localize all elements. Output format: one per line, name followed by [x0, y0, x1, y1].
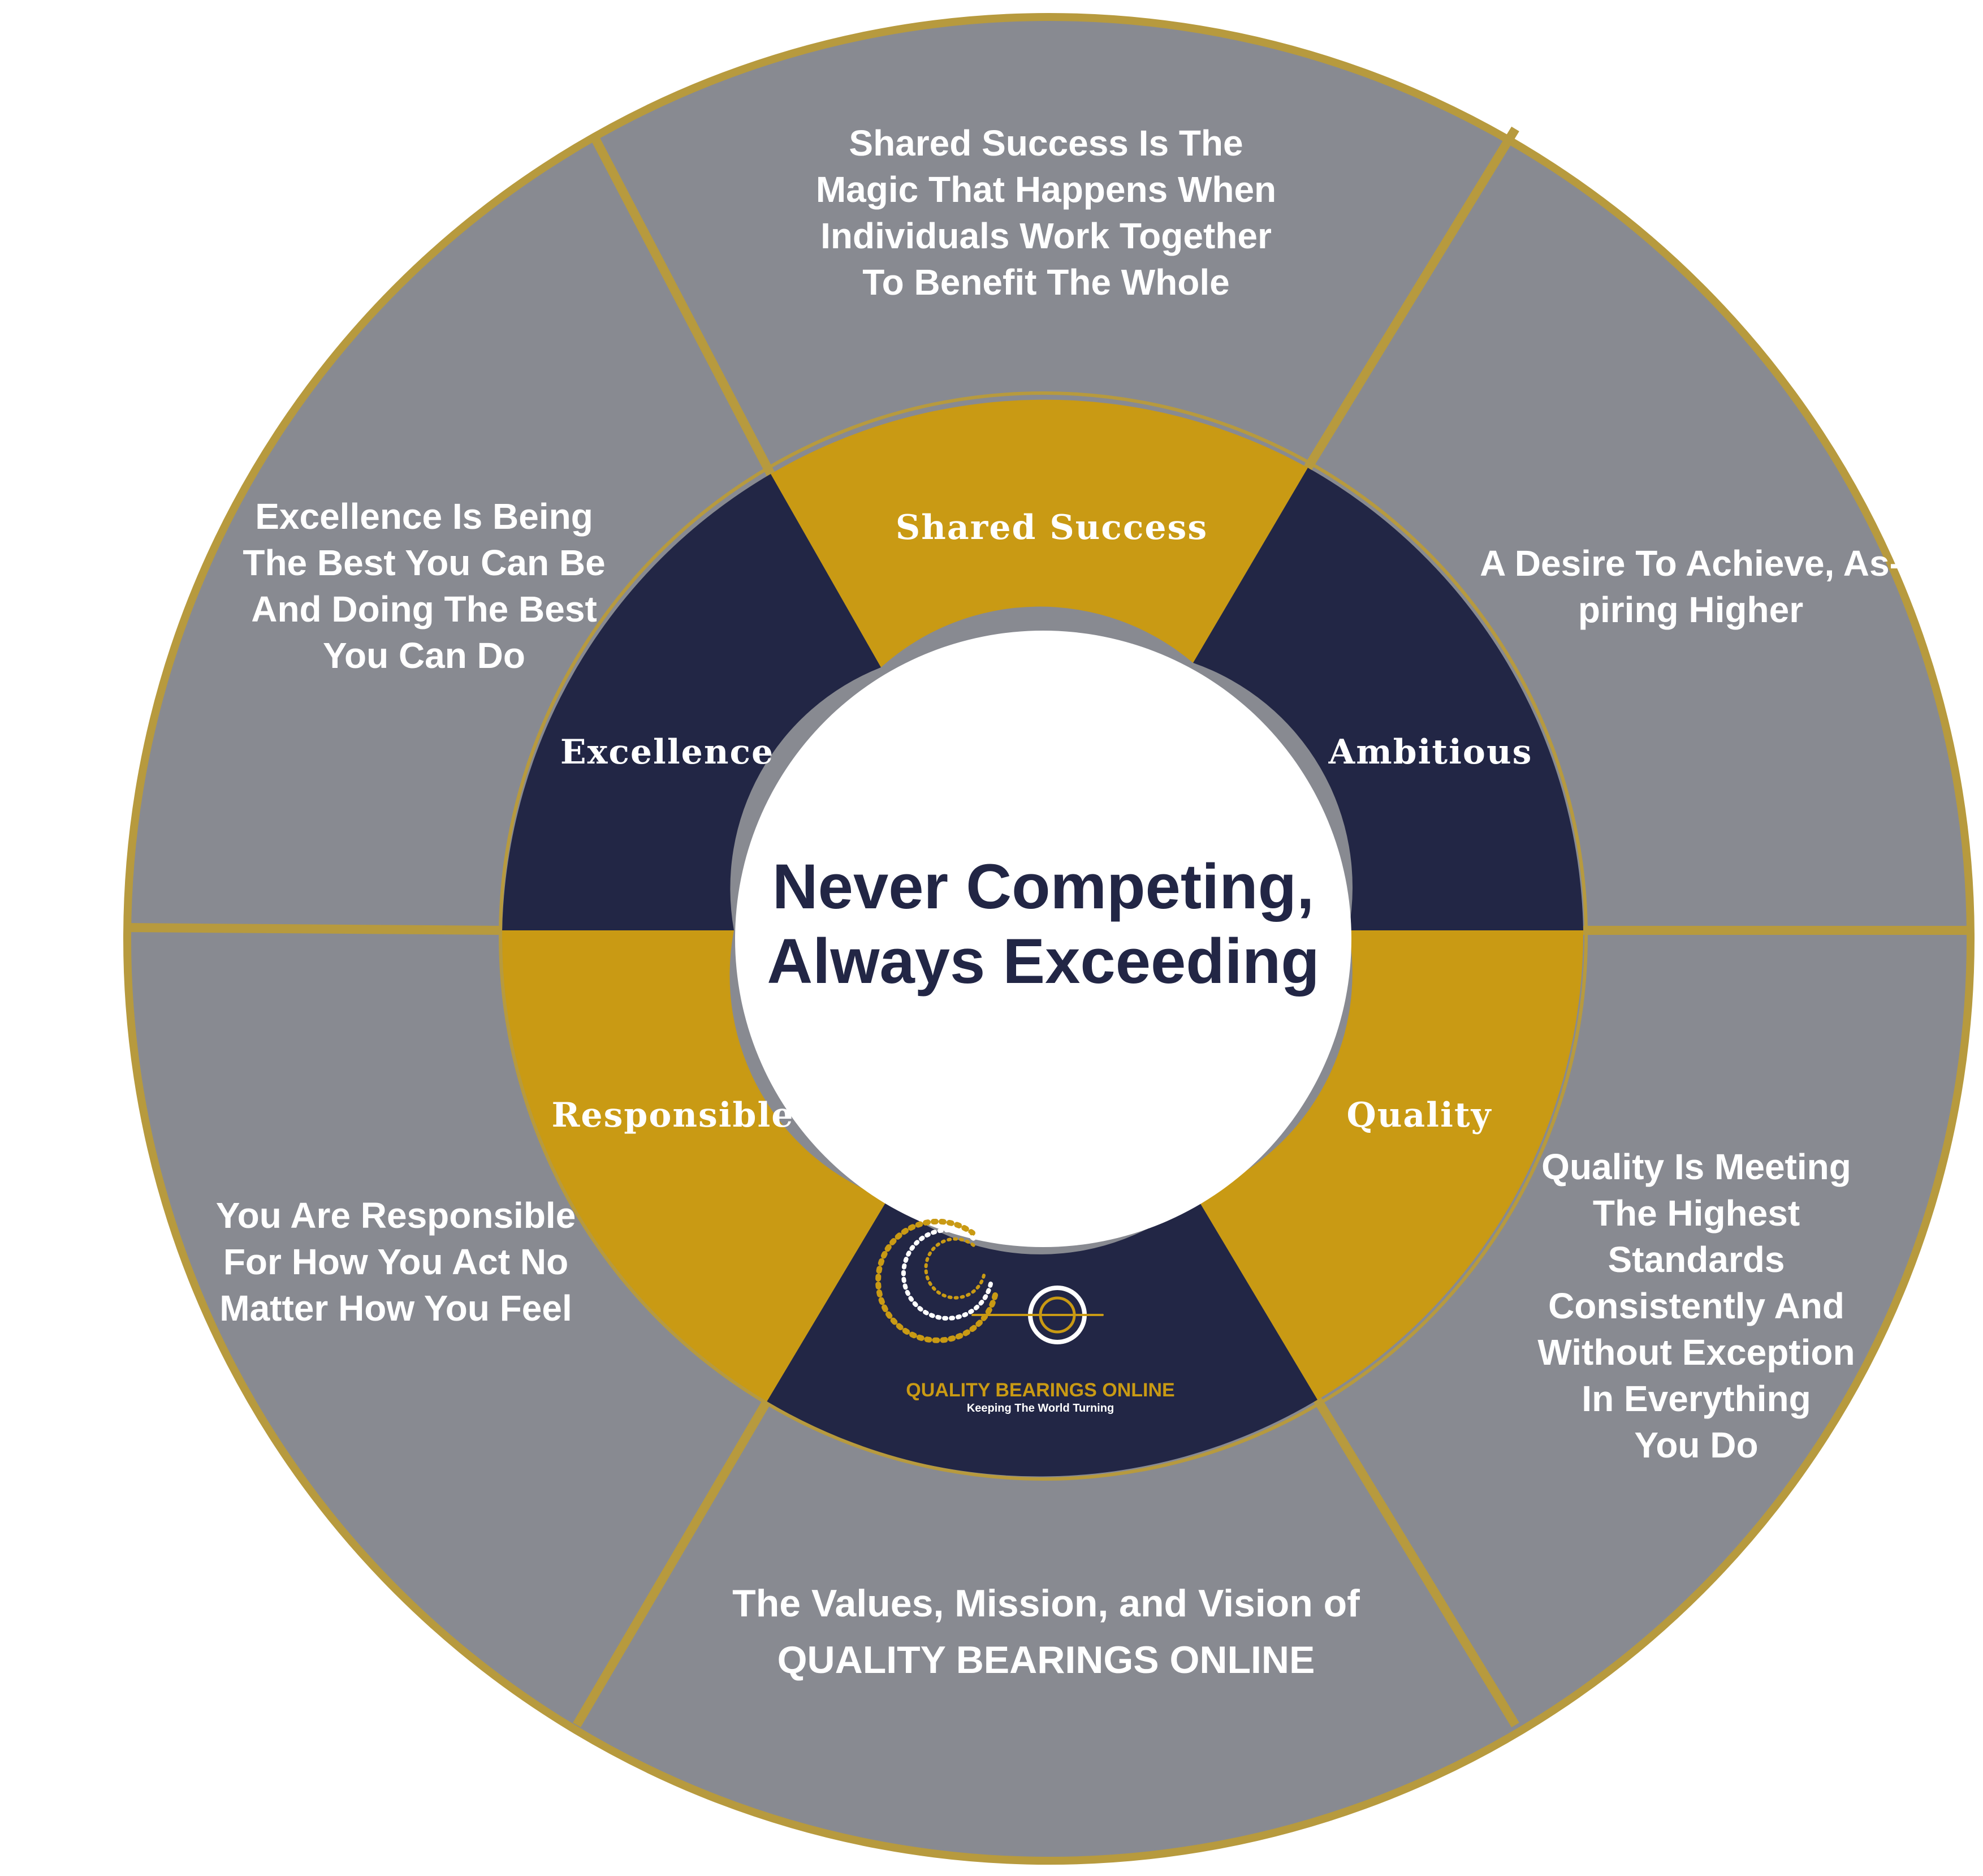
divider-bottom-left [573, 1400, 770, 1728]
description-excellence: Excellence Is Being The Best You Can Be … [243, 496, 606, 676]
center-title-line1: Never Competing, [772, 851, 1315, 922]
description-ambitious: A Desire To Achieve, As- piring Higher [1480, 543, 1902, 630]
footer-line2: QUALITY BEARINGS ONLINE [777, 1638, 1315, 1681]
bearing-swirl-logo-icon [875, 1218, 1104, 1344]
divider-bottom-right [1314, 1397, 1519, 1728]
label-excellence: Excellence [560, 732, 775, 772]
wedge-ambitious [1193, 468, 1583, 930]
label-ambitious: Ambitious [1328, 732, 1533, 772]
footer-line1: The Values, Mission, and Vision of [732, 1582, 1360, 1625]
description-responsible: You Are Responsible For How You Act No M… [215, 1195, 576, 1329]
ring-dividers [125, 126, 1973, 1728]
logo-tagline: Keeping The World Turning [966, 1402, 1114, 1414]
center-circle [735, 631, 1351, 1247]
label-quality: Quality [1346, 1096, 1492, 1135]
description-shared-success: Shared Success Is The Magic That Happens… [815, 123, 1277, 303]
inner-ring-border [499, 391, 1588, 1481]
center-title-line2: Always Exceeding [767, 926, 1320, 997]
label-shared-success: Shared Success [895, 508, 1208, 547]
description-quality: Quality Is Meeting The Highest Standards… [1537, 1146, 1855, 1465]
wedge-shared-success [771, 399, 1308, 667]
wedge-responsible [502, 930, 888, 1403]
divider-top-right [1304, 126, 1519, 471]
divider-top-left [589, 133, 775, 476]
divider-left [125, 923, 503, 935]
logo-name: QUALITY BEARINGS ONLINE [906, 1379, 1175, 1401]
wedge-excellence [502, 474, 881, 930]
wedge-quality [1196, 930, 1584, 1400]
label-responsible: Responsible [551, 1096, 794, 1135]
